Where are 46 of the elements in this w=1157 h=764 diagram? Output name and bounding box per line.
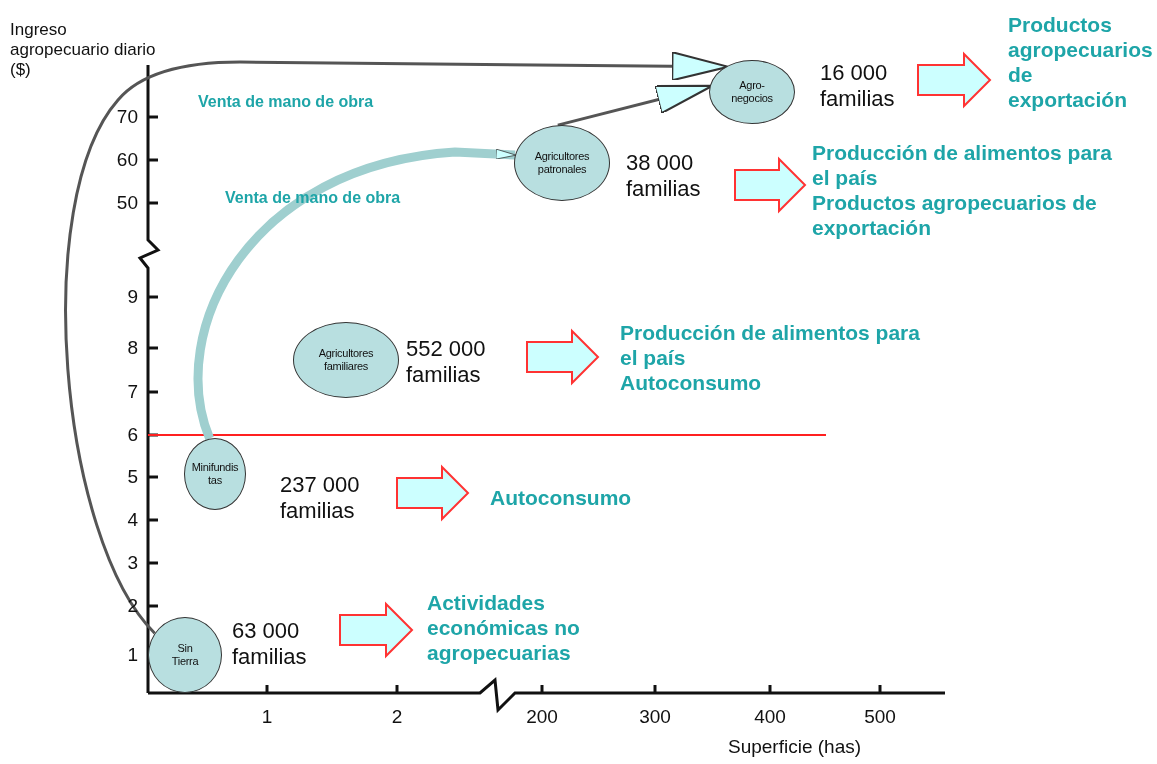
block-arrow <box>734 156 807 214</box>
block-arrow <box>917 51 992 109</box>
tick-label: 2 <box>390 706 404 728</box>
tick-label: 500 <box>863 706 897 728</box>
node-label: Agro-negocios <box>730 79 774 105</box>
tick-label: 9 <box>126 286 138 308</box>
tick-label: 300 <box>638 706 672 728</box>
tick-label: 4 <box>126 509 138 531</box>
tick-label: 1 <box>260 706 274 728</box>
outcome-text: Producción de alimentos para el país <box>620 320 921 370</box>
tick-label: 1 <box>126 644 138 666</box>
tick-label: 400 <box>753 706 787 728</box>
tick-label: 8 <box>126 337 138 359</box>
family-count: 63 000 familias <box>232 618 308 670</box>
family-count: 38 000 familias <box>626 150 702 202</box>
outcome-text: Productos agropecuarios de exportación <box>1008 12 1154 112</box>
edge-label: Venta de mano de obra <box>225 188 402 208</box>
outcome-text: Actividades económicas no agropecuarias <box>427 590 581 665</box>
axis-title: Superficie (has) <box>728 736 863 758</box>
tick-label: 60 <box>115 149 138 171</box>
node-label: Agricultores patronales <box>533 150 591 176</box>
block-arrow <box>396 464 470 522</box>
outcome-text: Productos agropecuarios de exportación <box>812 190 1098 240</box>
ellipse-node <box>184 438 246 510</box>
tick-label: 7 <box>126 381 138 403</box>
outcome-text: Autoconsumo <box>620 370 763 395</box>
tick-label: 3 <box>126 552 138 574</box>
tick-label: 200 <box>525 706 559 728</box>
node-label: Minifundistas <box>191 461 239 487</box>
tick-label: 5 <box>126 466 138 488</box>
family-count: 552 000 familias <box>406 336 487 388</box>
axis-title: Ingreso agropecuario diario ($) <box>10 20 157 80</box>
block-arrow <box>339 601 414 659</box>
curved-arrow <box>193 147 517 440</box>
tick-label: 50 <box>115 192 138 214</box>
outcome-text: Producción de alimentos para el país <box>812 140 1113 190</box>
tick-label: 70 <box>115 106 138 128</box>
family-count: 16 000 familias <box>820 60 896 112</box>
node-label: Agricultores familiares <box>317 347 375 373</box>
outcome-text: Autoconsumo <box>490 485 633 510</box>
family-count: 237 000 familias <box>280 472 361 524</box>
node-label: Sin Tierra <box>170 642 200 668</box>
tick-label: 6 <box>126 424 138 446</box>
edge-label: Venta de mano de obra <box>198 92 375 112</box>
curved-arrow <box>64 51 730 635</box>
block-arrow <box>526 328 600 386</box>
